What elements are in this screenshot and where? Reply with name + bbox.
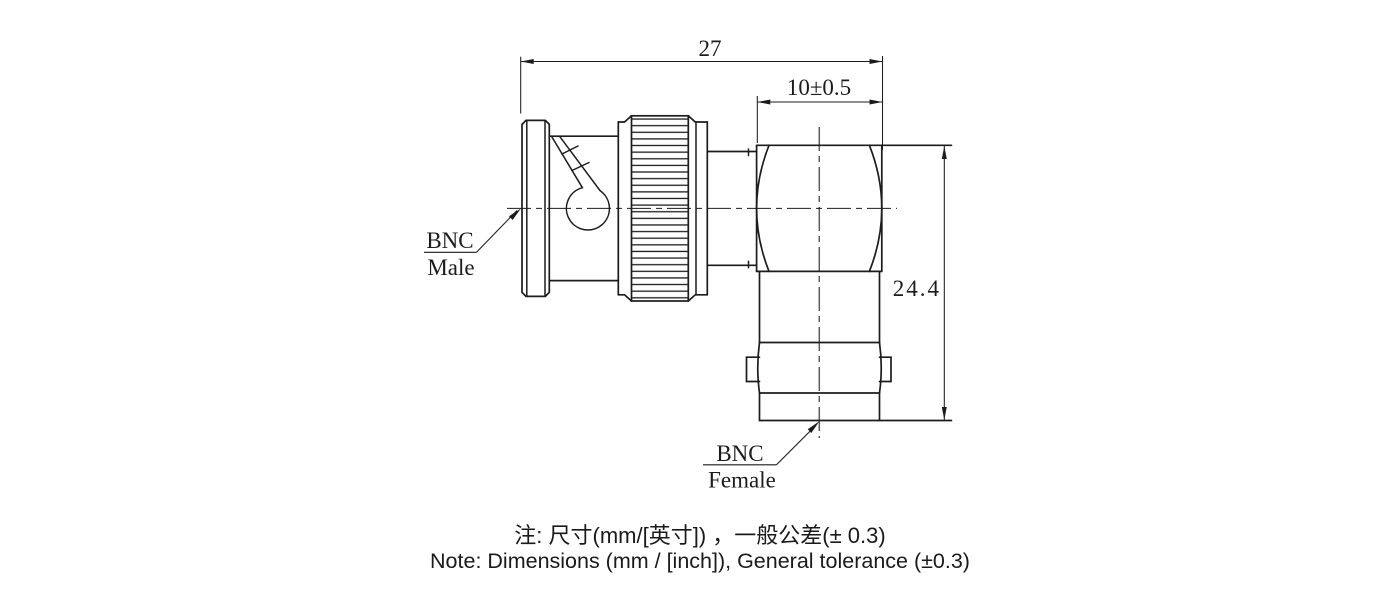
bayonet-slot bbox=[550, 135, 611, 231]
arrow-top bbox=[941, 146, 947, 159]
elbow-sphere-right-curve bbox=[868, 144, 883, 273]
note-english: Note: Dimensions (mm / [inch]), General … bbox=[430, 549, 970, 573]
label-bnc-female-line1: BNC bbox=[716, 441, 763, 466]
nut-bottom-right-chamfer bbox=[687, 293, 709, 302]
bayonet-pin-left bbox=[745, 356, 761, 383]
notes-block: 注: 尺寸(mm/[英寸]) ，一般公差(± 0.3) Note: Dimens… bbox=[430, 523, 970, 573]
bnc-female-connector-view bbox=[745, 144, 953, 422]
leader-arrow bbox=[509, 208, 521, 220]
bayonet-slot-rung-2 bbox=[571, 161, 590, 172]
bayonet-slot-rung-1 bbox=[561, 145, 579, 155]
leader-line bbox=[776, 425, 816, 466]
knurl-band bbox=[630, 114, 690, 302]
label-bnc-male-line2: Male bbox=[427, 255, 474, 280]
bayonet-pin-collar bbox=[745, 341, 892, 394]
dimension-overall-length: 27 bbox=[520, 36, 884, 150]
nut-top-left-chamfer bbox=[617, 114, 633, 123]
bnc-male-connector-view bbox=[521, 114, 758, 302]
dim-port-width-text: 10±0.5 bbox=[787, 75, 851, 100]
collar-left-side bbox=[756, 341, 761, 394]
nut-top-right-chamfer bbox=[687, 114, 709, 123]
dim-overall-height-text: 24.4 bbox=[893, 276, 941, 301]
nut-bottom-left-chamfer bbox=[617, 293, 633, 302]
centerlines bbox=[507, 127, 897, 438]
label-bnc-female: BNC Female bbox=[703, 421, 820, 493]
elbow-sphere-left-curve bbox=[755, 144, 770, 273]
coupling-nut bbox=[617, 114, 709, 302]
collar-right-side bbox=[878, 341, 883, 394]
label-bnc-male-line1: BNC bbox=[426, 228, 473, 253]
label-bnc-female-line2: Female bbox=[708, 468, 776, 493]
bayonet-slot-outline bbox=[550, 135, 611, 231]
arrow-right bbox=[869, 59, 883, 64]
bayonet-pin-right bbox=[878, 356, 892, 383]
neck-section bbox=[706, 148, 758, 269]
dim-overall-length-text: 27 bbox=[699, 36, 722, 61]
dimension-overall-height: 24.4 bbox=[893, 146, 947, 420]
arrow-left bbox=[520, 59, 534, 64]
leader-arrow bbox=[807, 421, 820, 433]
arrow-left bbox=[757, 99, 771, 105]
arrow-bottom bbox=[941, 407, 947, 420]
arrow-right bbox=[869, 99, 883, 105]
note-chinese: 注: 尺寸(mm/[英寸]) ，一般公差(± 0.3) bbox=[514, 523, 885, 548]
dimension-port-width: 10±0.5 bbox=[756, 75, 883, 143]
label-bnc-male: BNC Male bbox=[424, 208, 521, 280]
